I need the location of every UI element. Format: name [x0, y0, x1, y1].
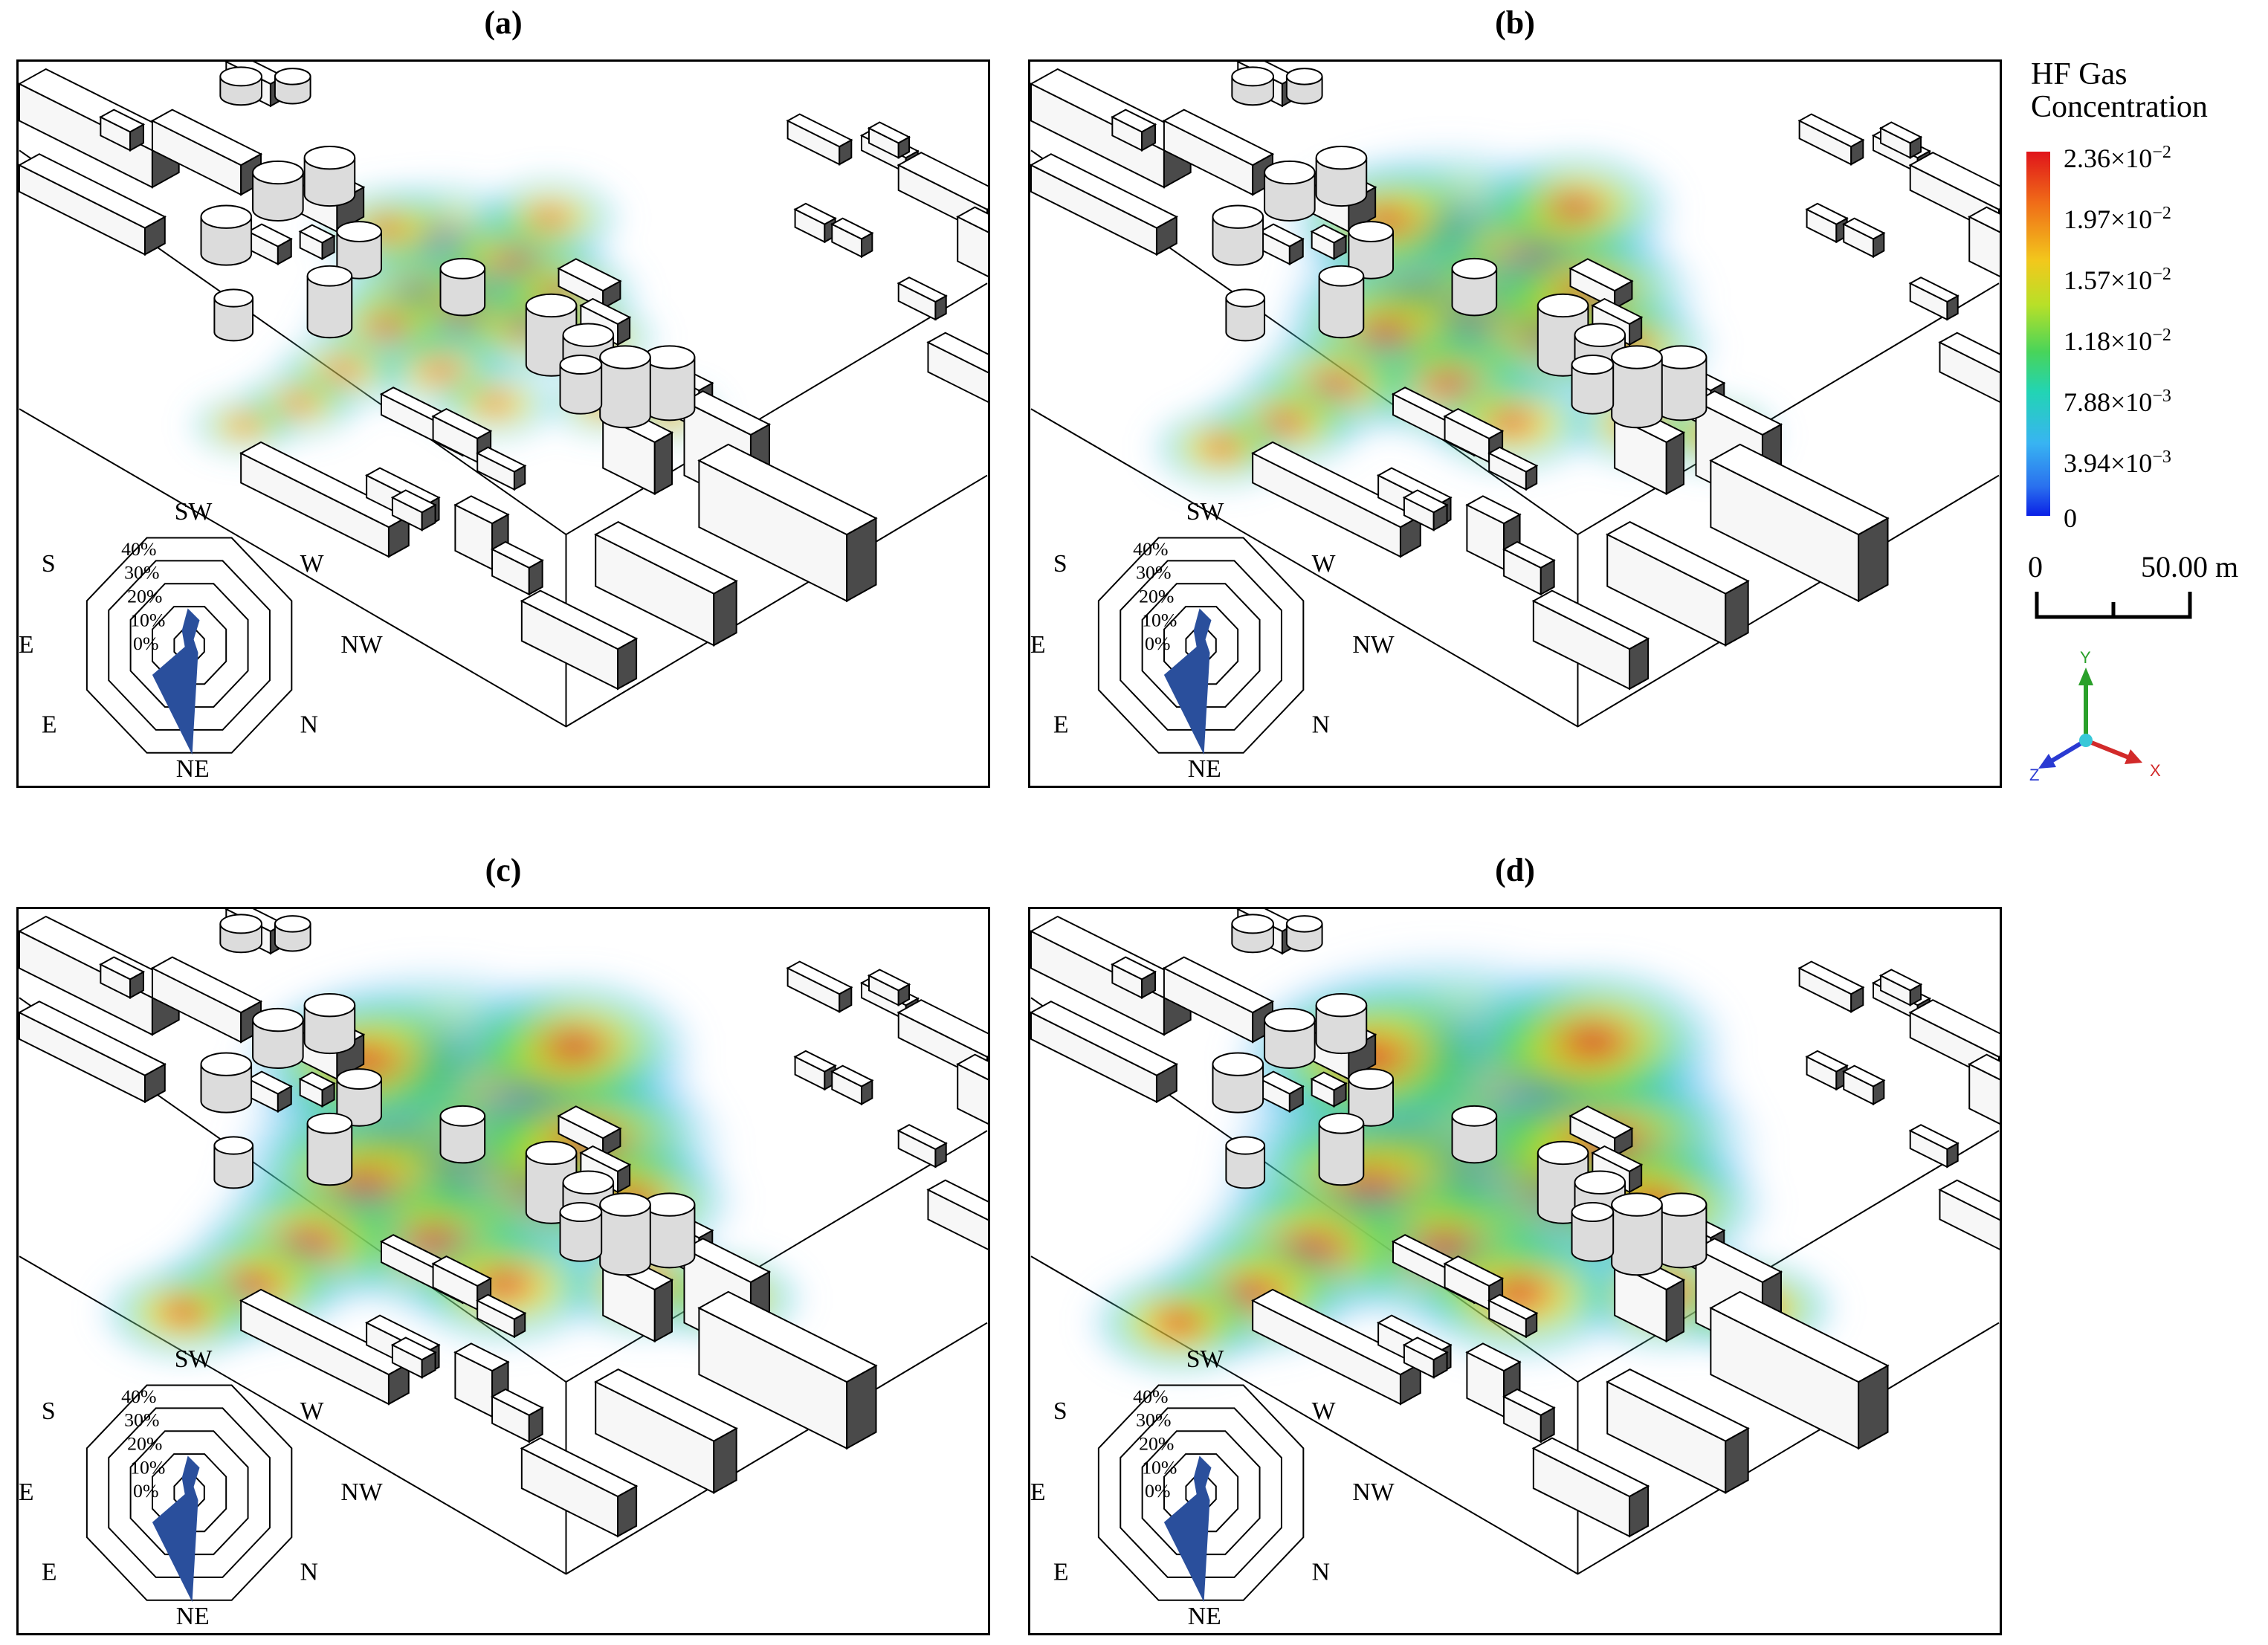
wind-direction-label: SE	[19, 1478, 34, 1506]
legend-title-line2: Concentration	[2031, 90, 2208, 124]
wind-ring-label: 20%	[127, 1433, 162, 1455]
panel-b: SW W NW N NE E SE S 40%30%20%10% 0%	[1028, 59, 2002, 788]
wind-direction-label: S	[42, 1397, 56, 1425]
wind-ring-label: 0%	[1145, 1480, 1170, 1502]
wind-direction-label: N	[1312, 711, 1330, 738]
axis-triad-icon: Y X Z	[2029, 651, 2161, 784]
wind-ring-label: 10%	[130, 1456, 165, 1478]
axis-y-label: Y	[2080, 651, 2091, 667]
legend-title-line1: HF Gas	[2031, 57, 2128, 91]
color-bar-tick-4: 7.88×10−3	[2064, 387, 2171, 417]
wind-direction-label: NW	[340, 1478, 382, 1506]
wind-ring-label: 10%	[1142, 609, 1177, 630]
wind-rose: SW W NW N NE E SE S 40%30%20%10%0%	[19, 1345, 383, 1630]
industrial-buildings	[1030, 909, 2000, 1538]
wind-direction-label: N	[300, 1558, 318, 1586]
wind-ring-label: 40%	[1133, 538, 1168, 560]
wind-direction-label: W	[300, 1397, 324, 1425]
wind-direction-label: E	[1053, 1558, 1069, 1586]
wind-ring-label: 30%	[1136, 562, 1171, 584]
wind-direction-label: SW	[1186, 1345, 1224, 1373]
panel-c: SW W NW N NE E SE S 40%30%20%10%0%	[16, 907, 990, 1635]
wind-direction-label: E	[1053, 711, 1069, 738]
industrial-buildings	[19, 909, 988, 1538]
wind-ring-label: 30%	[1136, 1409, 1171, 1431]
wind-ring-label: 20%	[1139, 1433, 1174, 1455]
panel-label-c: (c)	[485, 852, 522, 888]
wind-direction-label: E	[42, 711, 57, 738]
wind-rose-frequency	[152, 608, 200, 755]
wind-rose-frequency	[1163, 608, 1212, 755]
wind-direction-label: E	[42, 1558, 57, 1586]
wind-ring-label: 40%	[121, 538, 156, 560]
scene-view: SW W NW N NE E SE S 40%30%20%10% 0%	[19, 62, 988, 783]
wind-direction-label: N	[1312, 1558, 1330, 1586]
wind-direction-label: S	[1053, 550, 1067, 578]
wind-ring-label: 30%	[124, 562, 159, 584]
color-bar	[2026, 152, 2050, 516]
panel-d: SW W NW N NE E SE S 40%30%20%10%0%	[1028, 907, 2002, 1635]
wind-rose: SW W NW N NE E SE S 40%30%20%10%0%	[1030, 1345, 1395, 1630]
scene-view: SW W NW N NE E SE S 40%30%20%10% 0%	[1030, 62, 2000, 783]
industrial-buildings	[19, 62, 988, 691]
wind-direction-label: NW	[1352, 1478, 1394, 1506]
legend-title: HF Gas Concentration	[2031, 58, 2208, 123]
axis-z-label: Z	[2029, 766, 2039, 784]
wind-ring-label: 40%	[121, 1386, 156, 1407]
wind-direction-label: SE	[1030, 1478, 1046, 1506]
scale-bar	[2035, 592, 2192, 619]
wind-ring-label: 10%	[130, 609, 165, 630]
wind-rose-frequency	[152, 1455, 200, 1603]
color-bar-tick-6: 0	[2064, 503, 2077, 533]
scene-view: SW W NW N NE E SE S 40%30%20%10%0%	[19, 909, 988, 1630]
wind-direction-label: SE	[1030, 631, 1046, 659]
wind-ring-label: 10%	[1142, 1456, 1177, 1478]
wind-ring-label: 0%	[133, 1480, 158, 1502]
wind-ring-label: 30%	[124, 1409, 159, 1431]
color-bar-tick-3: 1.18×10−2	[2064, 326, 2171, 356]
wind-direction-label: W	[1312, 550, 1336, 578]
wind-direction-label: W	[300, 550, 324, 578]
wind-direction-label: S	[42, 550, 56, 578]
wind-direction-label: N	[300, 711, 318, 738]
wind-direction-label: NE	[1188, 755, 1221, 783]
color-bar-tick-5: 3.94×10−3	[2064, 447, 2171, 478]
wind-direction-label: NE	[176, 755, 210, 783]
wind-direction-label: NW	[340, 631, 382, 659]
panel-label-d: (d)	[1495, 852, 1535, 888]
wind-rose: SW W NW N NE E SE S 40%30%20%10% 0%	[19, 498, 383, 783]
wind-ring-label: 0%	[1145, 633, 1170, 654]
panel-a: SW W NW N NE E SE S 40%30%20%10% 0%	[16, 59, 990, 788]
wind-direction-label: SE	[19, 631, 34, 659]
scale-bar-end-label: 50.00 m	[2141, 550, 2239, 584]
wind-ring-label: 0%	[133, 633, 158, 654]
wind-direction-label: W	[1312, 1397, 1336, 1425]
panel-label-a: (a)	[484, 4, 523, 41]
wind-direction-label: NE	[1188, 1603, 1221, 1630]
wind-direction-label: S	[1053, 1397, 1067, 1425]
axis-x-label: X	[2150, 761, 2161, 780]
wind-ring-label: 40%	[1133, 1386, 1168, 1407]
wind-direction-label: NE	[176, 1603, 210, 1630]
wind-ring-label: 20%	[127, 586, 162, 607]
color-bar-tick-1: 1.97×10−2	[2064, 204, 2171, 234]
wind-rose: SW W NW N NE E SE S 40%30%20%10% 0%	[1030, 498, 1395, 783]
wind-ring-label: 20%	[1139, 586, 1174, 607]
wind-direction-label: SW	[175, 1345, 213, 1373]
color-bar-tick-2: 1.57×10−2	[2064, 265, 2171, 295]
industrial-buildings	[1030, 62, 2000, 691]
color-bar-tick-0: 2.36×10−2	[2064, 143, 2171, 173]
scale-bar-start-label: 0	[2028, 550, 2043, 584]
wind-direction-label: NW	[1352, 631, 1394, 659]
wind-direction-label: SW	[175, 498, 213, 526]
wind-direction-label: SW	[1186, 498, 1224, 526]
wind-rose-frequency	[1163, 1455, 1212, 1603]
panel-label-b: (b)	[1495, 4, 1535, 41]
scene-view: SW W NW N NE E SE S 40%30%20%10%0%	[1030, 909, 2000, 1630]
